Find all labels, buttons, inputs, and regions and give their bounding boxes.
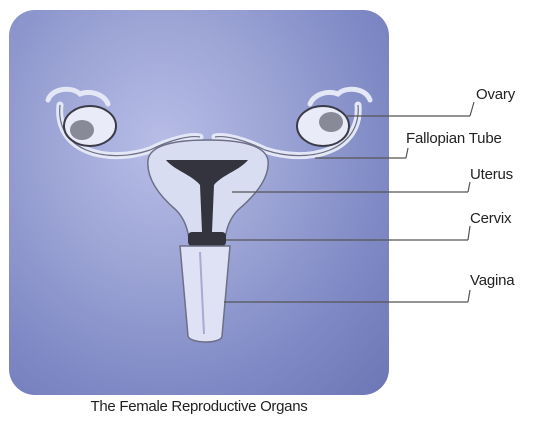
figure-caption: The Female Reproductive Organs — [0, 398, 398, 415]
vagina — [180, 246, 230, 342]
uterus-label: Uterus — [470, 166, 513, 183]
vagina-label: Vagina — [470, 272, 514, 289]
right-fimbriae — [310, 89, 370, 104]
left-fimbriae — [48, 89, 108, 104]
fallopian-tube-label: Fallopian Tube — [406, 130, 502, 147]
cervix-label: Cervix — [470, 210, 511, 227]
cervix — [188, 232, 226, 246]
ovary-label: Ovary — [476, 86, 515, 103]
